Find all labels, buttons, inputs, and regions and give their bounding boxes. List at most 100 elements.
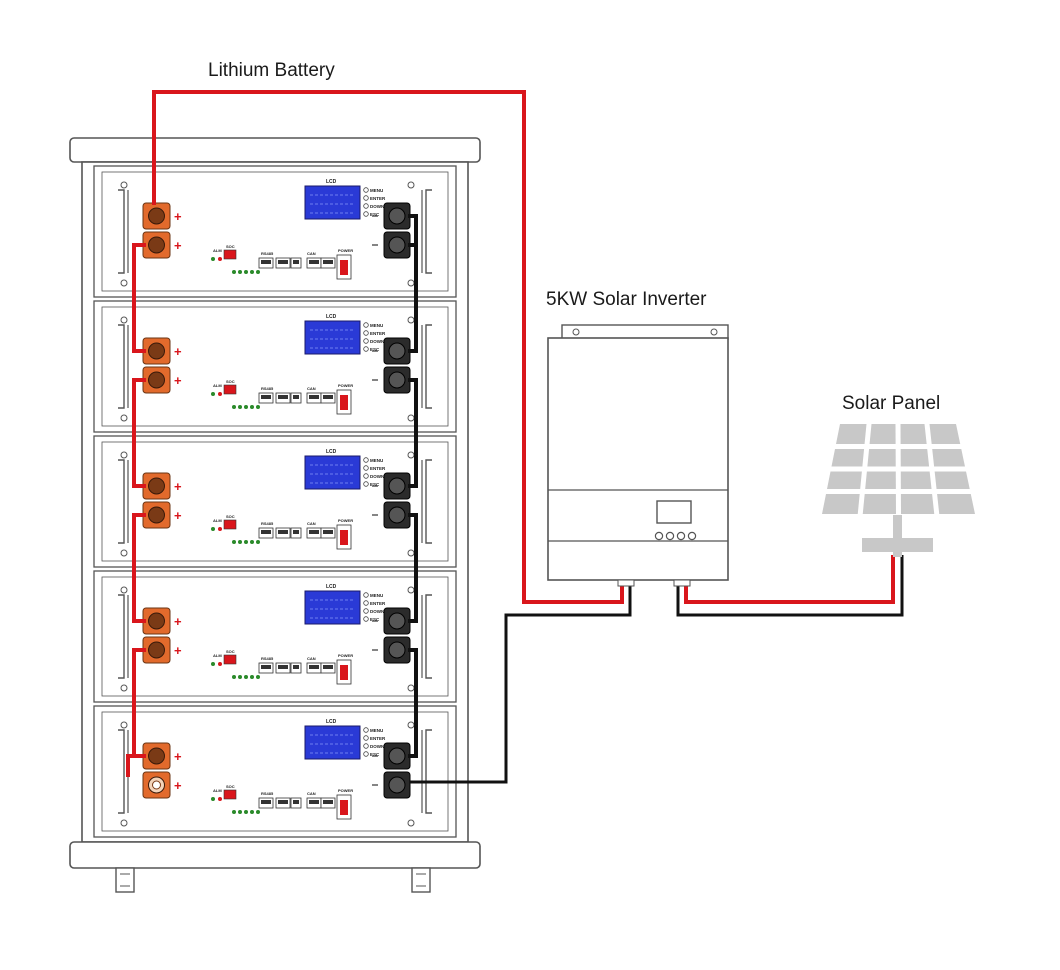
soc-led [238,270,242,274]
menu-key-esc [363,346,369,352]
module-screw [120,549,128,557]
menu-key-label: MENU [370,593,383,598]
lcd-label: LCD [326,314,337,320]
panel-mount [893,515,902,557]
lcd-label: LCD [326,719,337,725]
panel-cell [869,424,896,444]
port-label: CAN [307,251,316,256]
comm-port-pins [261,665,271,669]
port-label: RS485 [261,791,274,796]
comm-port-pins [261,530,271,534]
comm-port-pins [261,260,271,264]
positive-terminal-socket [148,342,165,360]
module-screw [120,721,128,729]
cables [126,90,904,784]
soc-label: SOC [226,649,235,654]
menu-key-down [363,203,369,209]
menu-key-label: DOWN [370,474,384,479]
soc-led [244,675,248,679]
positive-cable-panel-to-inverter [684,555,895,604]
soc-led [232,675,236,679]
menu-key-label: ESC [370,347,380,352]
solar-panel-label: Solar Panel [842,393,941,414]
solar-inverter-icon [547,324,729,587]
soc-led [256,675,260,679]
comm-port-pins [278,395,288,399]
menu-key-label: ENTER [370,331,386,336]
positive-sign: + [174,373,182,388]
inverter-button-2 [665,531,675,541]
soc-led [250,270,254,274]
inverter-label: 5KW Solar Inverter [546,289,707,310]
module-screw [407,451,415,459]
negative-terminal-socket [388,477,406,495]
positive-cable-battery-to-inverter [152,90,624,604]
power-switch-label: POWER [338,248,353,253]
panel-cell [827,471,862,489]
menu-key-label: MENU [370,188,383,193]
module-screw [120,586,128,594]
negative-terminal-socket [388,371,406,389]
menu-key-menu [363,592,369,598]
soc-led [256,270,260,274]
menu-key-enter [363,465,369,471]
comm-port-pins [293,800,299,804]
module-screw [407,414,415,422]
module-handle-right [425,594,432,679]
menu-key-menu [363,727,369,733]
module-screw [407,316,415,324]
alm-led [218,527,222,531]
module-screw [407,181,415,189]
positive-terminal-socket [148,207,165,225]
solar-panel-icon [822,424,975,557]
panel-cell [836,424,867,444]
panel-cell [900,494,935,514]
soc-led [232,270,236,274]
menu-key-enter [363,330,369,336]
module-screw [407,549,415,557]
alm-label: ALM [213,653,222,658]
lcd-screen [304,185,361,220]
module-handle-right [425,324,432,409]
panel-cell [867,449,896,467]
positive-terminal-socket [148,747,165,765]
dip-switch [223,654,237,665]
dip-switch [223,789,237,800]
rack-bottom-cap [69,841,481,869]
positive-terminal-socket [148,236,165,254]
panel-cell [900,424,927,444]
negative-jumper-2 [408,378,418,488]
alm-led [218,797,222,801]
alm-label: ALM [213,788,222,793]
port-label: CAN [307,521,316,526]
inverter-button-4 [687,531,697,541]
negative-terminal-socket [388,207,406,225]
soc-label: SOC [226,379,235,384]
comm-port-pins [323,530,333,534]
comm-port-pins [278,800,288,804]
lcd-screen [304,725,361,760]
menu-key-label: ESC [370,212,380,217]
negative-jumper-3 [408,513,418,623]
soc-led [244,540,248,544]
positive-terminal-socket [148,506,165,524]
negative-terminal-socket [388,612,406,630]
negative-jumper-4 [408,648,418,758]
soc-led [238,675,242,679]
module-handle-right [425,189,432,274]
menu-key-menu [363,322,369,328]
battery-label: Lithium Battery [208,60,335,81]
port-label: RS485 [261,386,274,391]
inverter-body [547,337,729,581]
soc-led [244,405,248,409]
inverter-display [656,500,692,524]
menu-key-menu [363,187,369,193]
port-label: CAN [307,791,316,796]
menu-key-enter [363,735,369,741]
menu-key-label: DOWN [370,609,384,614]
module-handle-left [118,324,125,409]
